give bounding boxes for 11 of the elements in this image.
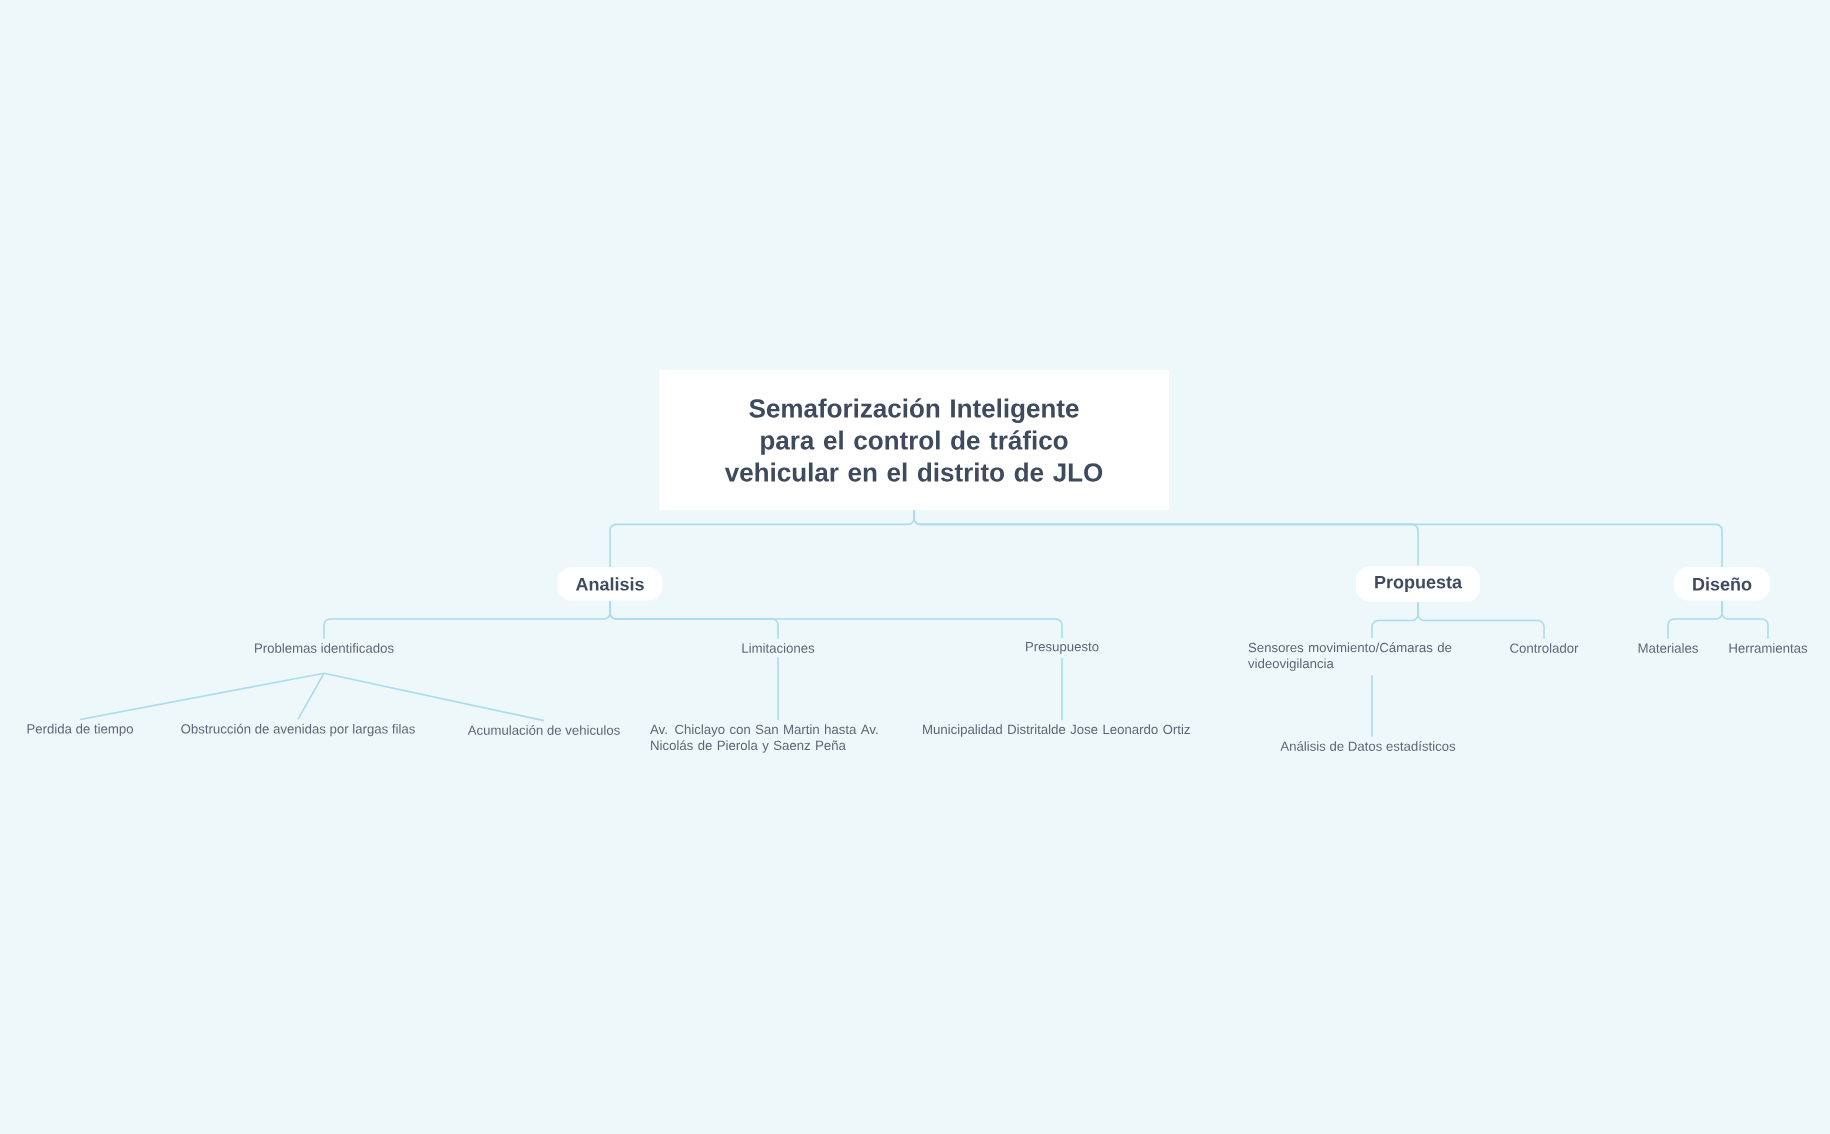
branch-line [1371, 674, 1373, 738]
branch-line [323, 672, 545, 722]
branch-line [913, 509, 1723, 568]
topic-pill: Analisis [557, 567, 663, 601]
central-topic-box: Semaforización Inteligente para el control de tráfico vehicular en el distrito de JLO [659, 369, 1169, 510]
branch-line [79, 672, 325, 721]
branch-line [609, 600, 1063, 639]
branch-line [777, 656, 779, 721]
branch-line [1061, 657, 1063, 721]
topic-pill: Diseño [1674, 567, 1770, 601]
branch-line [297, 672, 325, 721]
